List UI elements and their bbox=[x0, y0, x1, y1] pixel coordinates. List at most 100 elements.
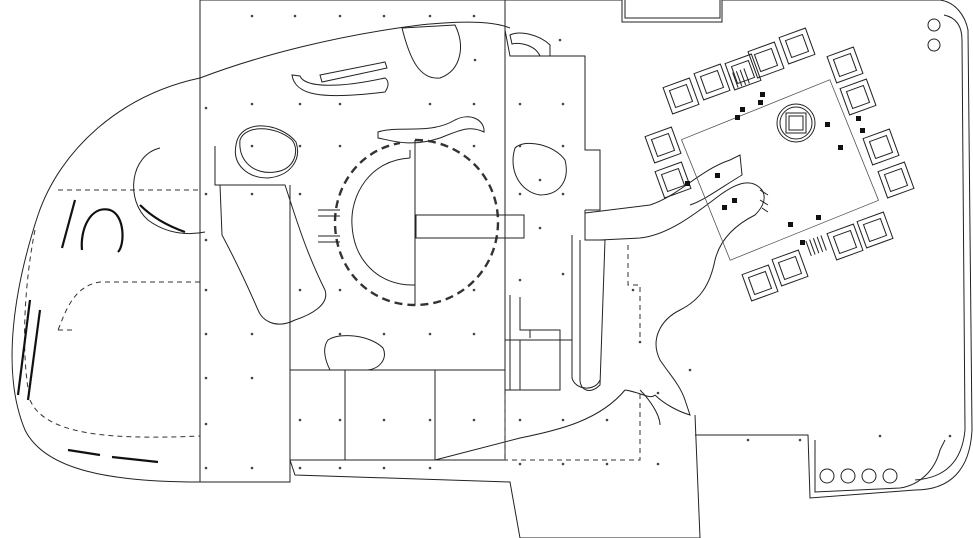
grid-dot bbox=[298, 288, 302, 292]
grid-dot bbox=[472, 418, 476, 422]
grid-dot bbox=[250, 332, 254, 336]
seating-units bbox=[644, 27, 915, 302]
grid-dot bbox=[473, 58, 477, 62]
grid-dot bbox=[656, 391, 660, 395]
grid-dot bbox=[688, 368, 692, 372]
seating-unit bbox=[747, 41, 785, 79]
grid-dot bbox=[518, 192, 522, 196]
grid-dots bbox=[204, 14, 952, 470]
grid-dot bbox=[338, 14, 342, 18]
grid-dot bbox=[428, 466, 432, 470]
grid-dot bbox=[518, 418, 522, 422]
seating-unit bbox=[654, 161, 692, 199]
seating-unit bbox=[839, 78, 877, 116]
grid-dot bbox=[204, 288, 208, 292]
grid-dot bbox=[298, 418, 302, 422]
stair-unit bbox=[805, 235, 827, 257]
seating-unit bbox=[741, 264, 779, 302]
main-building-outline bbox=[199, 0, 701, 538]
central-corridor bbox=[505, 210, 641, 391]
grid-dot bbox=[204, 332, 208, 336]
seating-unit bbox=[826, 46, 864, 84]
grid-dot bbox=[250, 102, 254, 106]
grid-dot bbox=[298, 102, 302, 106]
grid-dot bbox=[338, 144, 342, 148]
grid-dot bbox=[250, 192, 254, 196]
grid-dot bbox=[298, 144, 302, 148]
grid-dot bbox=[338, 466, 342, 470]
seating-unit bbox=[644, 126, 682, 164]
grid-dot bbox=[948, 434, 952, 438]
grid-dot bbox=[250, 14, 254, 18]
grid-dot bbox=[638, 340, 642, 344]
grid-dot bbox=[293, 14, 297, 18]
left-curved-terrace bbox=[11, 77, 206, 483]
grid-dot bbox=[250, 144, 254, 148]
grid-dot bbox=[472, 102, 476, 106]
grid-dot bbox=[428, 102, 432, 106]
grid-dot bbox=[561, 192, 565, 196]
courtyard-square bbox=[680, 79, 880, 261]
grid-dot bbox=[298, 466, 302, 470]
grid-dot bbox=[382, 418, 386, 422]
grid-dot bbox=[561, 144, 565, 148]
grid-dot bbox=[428, 332, 432, 336]
grid-dot bbox=[428, 14, 432, 18]
grid-dot bbox=[204, 466, 208, 470]
grid-dot bbox=[472, 144, 476, 148]
grid-dot bbox=[656, 462, 660, 466]
grid-dot bbox=[250, 466, 254, 470]
central-fountain bbox=[776, 103, 816, 143]
small-markers bbox=[685, 92, 865, 245]
seating-unit bbox=[877, 161, 915, 199]
organic-walkway bbox=[584, 154, 769, 426]
grid-dot bbox=[204, 376, 208, 380]
organic-planters bbox=[234, 24, 567, 371]
central-circular-room bbox=[318, 138, 525, 307]
seating-unit bbox=[771, 249, 809, 287]
seating-unit bbox=[778, 27, 816, 65]
grid-dot bbox=[561, 102, 565, 106]
grid-dot bbox=[798, 438, 802, 442]
seating-unit bbox=[862, 128, 900, 166]
grid-dot bbox=[561, 418, 565, 422]
grid-dot bbox=[428, 418, 432, 422]
grid-dot bbox=[338, 102, 342, 106]
grid-dot bbox=[518, 144, 522, 148]
grid-dot bbox=[558, 38, 562, 42]
grid-dot bbox=[382, 14, 386, 18]
grid-dot bbox=[561, 272, 565, 276]
grid-dot bbox=[518, 278, 522, 282]
grid-dot bbox=[382, 466, 386, 470]
grid-dot bbox=[538, 226, 542, 230]
grid-dot bbox=[538, 178, 542, 182]
grid-dot bbox=[338, 418, 342, 422]
grid-dot bbox=[204, 238, 208, 242]
stair-unit bbox=[728, 68, 750, 90]
grid-dot bbox=[298, 192, 302, 196]
grid-dot bbox=[472, 288, 476, 292]
grid-dot bbox=[338, 332, 342, 336]
grid-dot bbox=[204, 422, 208, 426]
grid-dot bbox=[382, 332, 386, 336]
grid-dot bbox=[605, 462, 609, 466]
grid-dot bbox=[561, 462, 565, 466]
grid-dot bbox=[338, 288, 342, 292]
right-wing-shell bbox=[505, 0, 973, 499]
grid-dot bbox=[605, 418, 609, 422]
grid-dot bbox=[878, 434, 882, 438]
seating-unit bbox=[662, 77, 700, 115]
grid-dot bbox=[518, 102, 522, 106]
grid-dot bbox=[472, 14, 476, 18]
grid-dot bbox=[472, 332, 476, 336]
grid-dot bbox=[204, 106, 208, 110]
grid-dot bbox=[518, 462, 522, 466]
seating-unit bbox=[826, 223, 864, 261]
grid-dot bbox=[204, 192, 208, 196]
grid-dot bbox=[631, 288, 635, 292]
grid-dot bbox=[746, 438, 750, 442]
seating-unit bbox=[693, 63, 731, 101]
seating-unit bbox=[856, 211, 894, 249]
grid-dot bbox=[250, 376, 254, 380]
